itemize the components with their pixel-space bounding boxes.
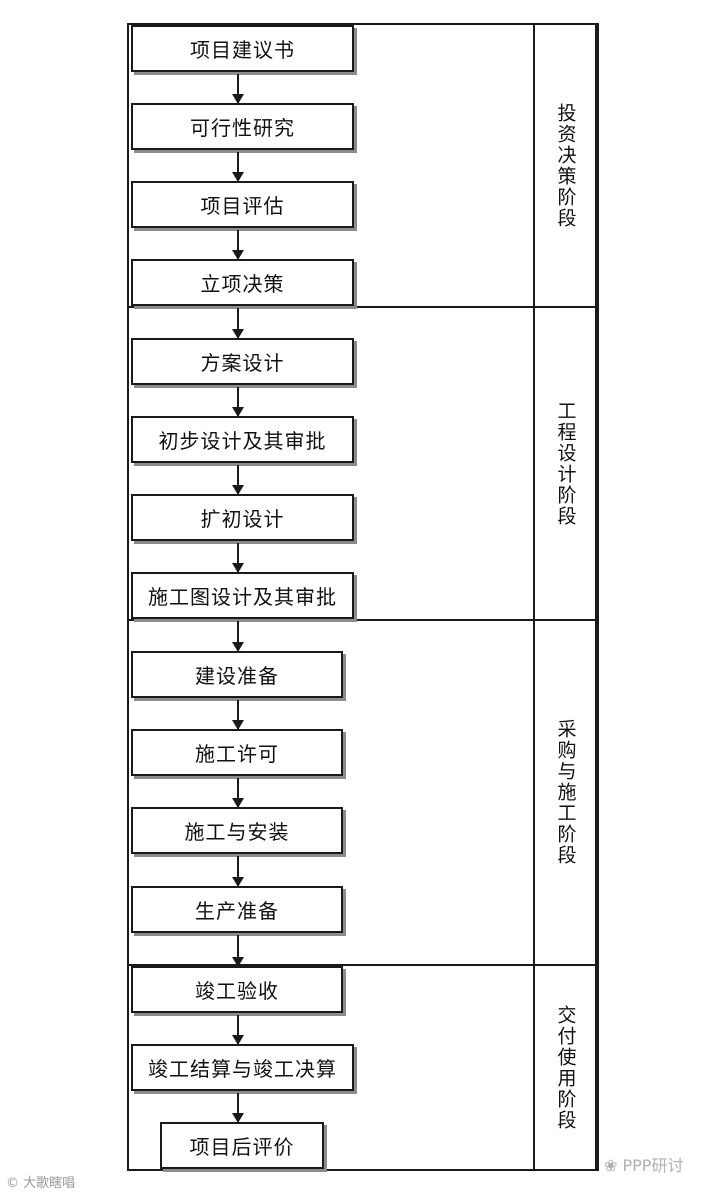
step-preliminary-design: 初步设计及其审批 (131, 416, 354, 463)
flow-arrow (232, 74, 244, 104)
flow-arrow (232, 1015, 244, 1045)
flow-arrow (232, 621, 244, 652)
step-project-decision: 立项决策 (131, 259, 354, 306)
flow-arrow (232, 1093, 244, 1123)
diagram-frame (127, 23, 599, 1171)
flow-arrow (232, 308, 244, 339)
step-feasibility-study: 可行性研究 (131, 103, 354, 150)
step-completion-acceptance: 竣工验收 (131, 966, 343, 1013)
phase-label: 采购与施工阶段 (554, 719, 577, 866)
step-final-settlement: 竣工结算与竣工决算 (131, 1044, 354, 1091)
phase-delivery-use: 交付使用阶段 (533, 964, 597, 1171)
step-project-evaluation: 项目评估 (131, 181, 354, 228)
phase-label: 交付使用阶段 (554, 1004, 577, 1131)
flow-arrow (232, 152, 244, 182)
step-scheme-design: 方案设计 (131, 338, 354, 385)
flow-arrow (232, 230, 244, 260)
flow-arrow (232, 856, 244, 887)
step-construction-drawing-design: 施工图设计及其审批 (131, 572, 354, 619)
phase-investment-decision: 投资决策阶段 (533, 23, 597, 308)
phase-engineering-design: 工程设计阶段 (533, 306, 597, 621)
flow-arrow (232, 465, 244, 495)
step-extended-preliminary-design: 扩初设计 (131, 494, 354, 541)
watermark-right: ❀ PPP研讨 (604, 1156, 684, 1175)
step-construction-installation: 施工与安装 (131, 807, 343, 854)
step-construction-permit: 施工许可 (131, 729, 343, 776)
step-construction-preparation: 建设准备 (131, 651, 343, 698)
watermark-left: © 大歌瞎唱 (6, 1176, 76, 1191)
step-production-preparation: 生产准备 (131, 886, 343, 933)
flow-arrow (232, 543, 244, 573)
phase-separator (127, 964, 599, 966)
step-post-evaluation: 项目后评价 (160, 1122, 324, 1169)
phase-procurement-construction: 采购与施工阶段 (533, 619, 597, 966)
phase-separator (127, 306, 599, 308)
flow-arrow (232, 700, 244, 730)
phase-label: 工程设计阶段 (554, 400, 577, 527)
phase-label: 投资决策阶段 (554, 102, 577, 229)
flow-arrow (232, 935, 244, 967)
phase-separator (127, 619, 599, 621)
flow-arrow (232, 778, 244, 808)
flow-arrow (232, 387, 244, 417)
step-project-proposal: 项目建议书 (131, 25, 354, 72)
